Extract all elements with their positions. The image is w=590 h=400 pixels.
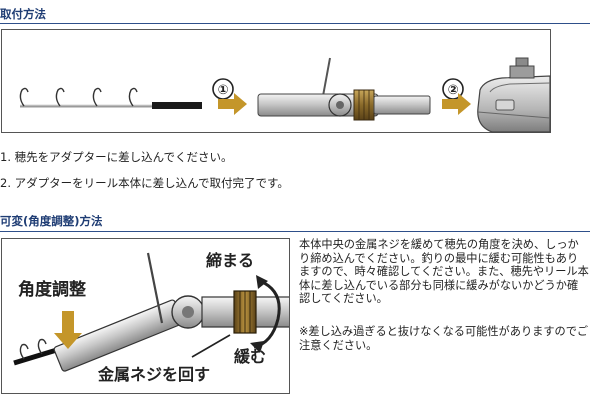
arrow-step-2	[442, 78, 471, 115]
adapter-illustration	[257, 57, 431, 121]
tighten-label: 締まる	[206, 251, 255, 270]
section-divider	[0, 231, 590, 232]
turn-screw-label: 金属ネジを回す	[98, 365, 211, 384]
angle-adjust-label: 角度調整	[18, 280, 86, 300]
rod-tip-illustration	[19, 87, 202, 109]
angle-adjust-description: 本体中央の金属ネジを緩めて穂先の角度を決め、しっかり締め込んでください。釣りの最…	[299, 238, 589, 306]
step-2-text: 2. アダプターをリール本体に差し込んで取付完了です。	[0, 176, 289, 190]
section-heading-attach: 取付方法	[0, 7, 46, 21]
section-heading-angle: 可変(角度調整)方法	[0, 214, 103, 228]
angle-adjust-diagram: 角度調整 締まる 緩む 金属ネジを回す	[1, 238, 290, 394]
section-divider	[0, 23, 590, 24]
reel-body-illustration	[477, 57, 551, 133]
step-1-marker: ①	[217, 83, 228, 98]
loosen-label: 緩む	[234, 347, 267, 366]
step-1-text: 1. 穂先をアダプターに差し込んでください。	[0, 150, 233, 164]
caution-note: ※差し込み過ぎると抜けなくなる可能性がありますのでご注意ください。	[299, 325, 589, 352]
arrow-step-1	[212, 78, 247, 115]
step-2-marker: ②	[447, 83, 458, 98]
attach-diagram: ① ②	[1, 29, 551, 133]
